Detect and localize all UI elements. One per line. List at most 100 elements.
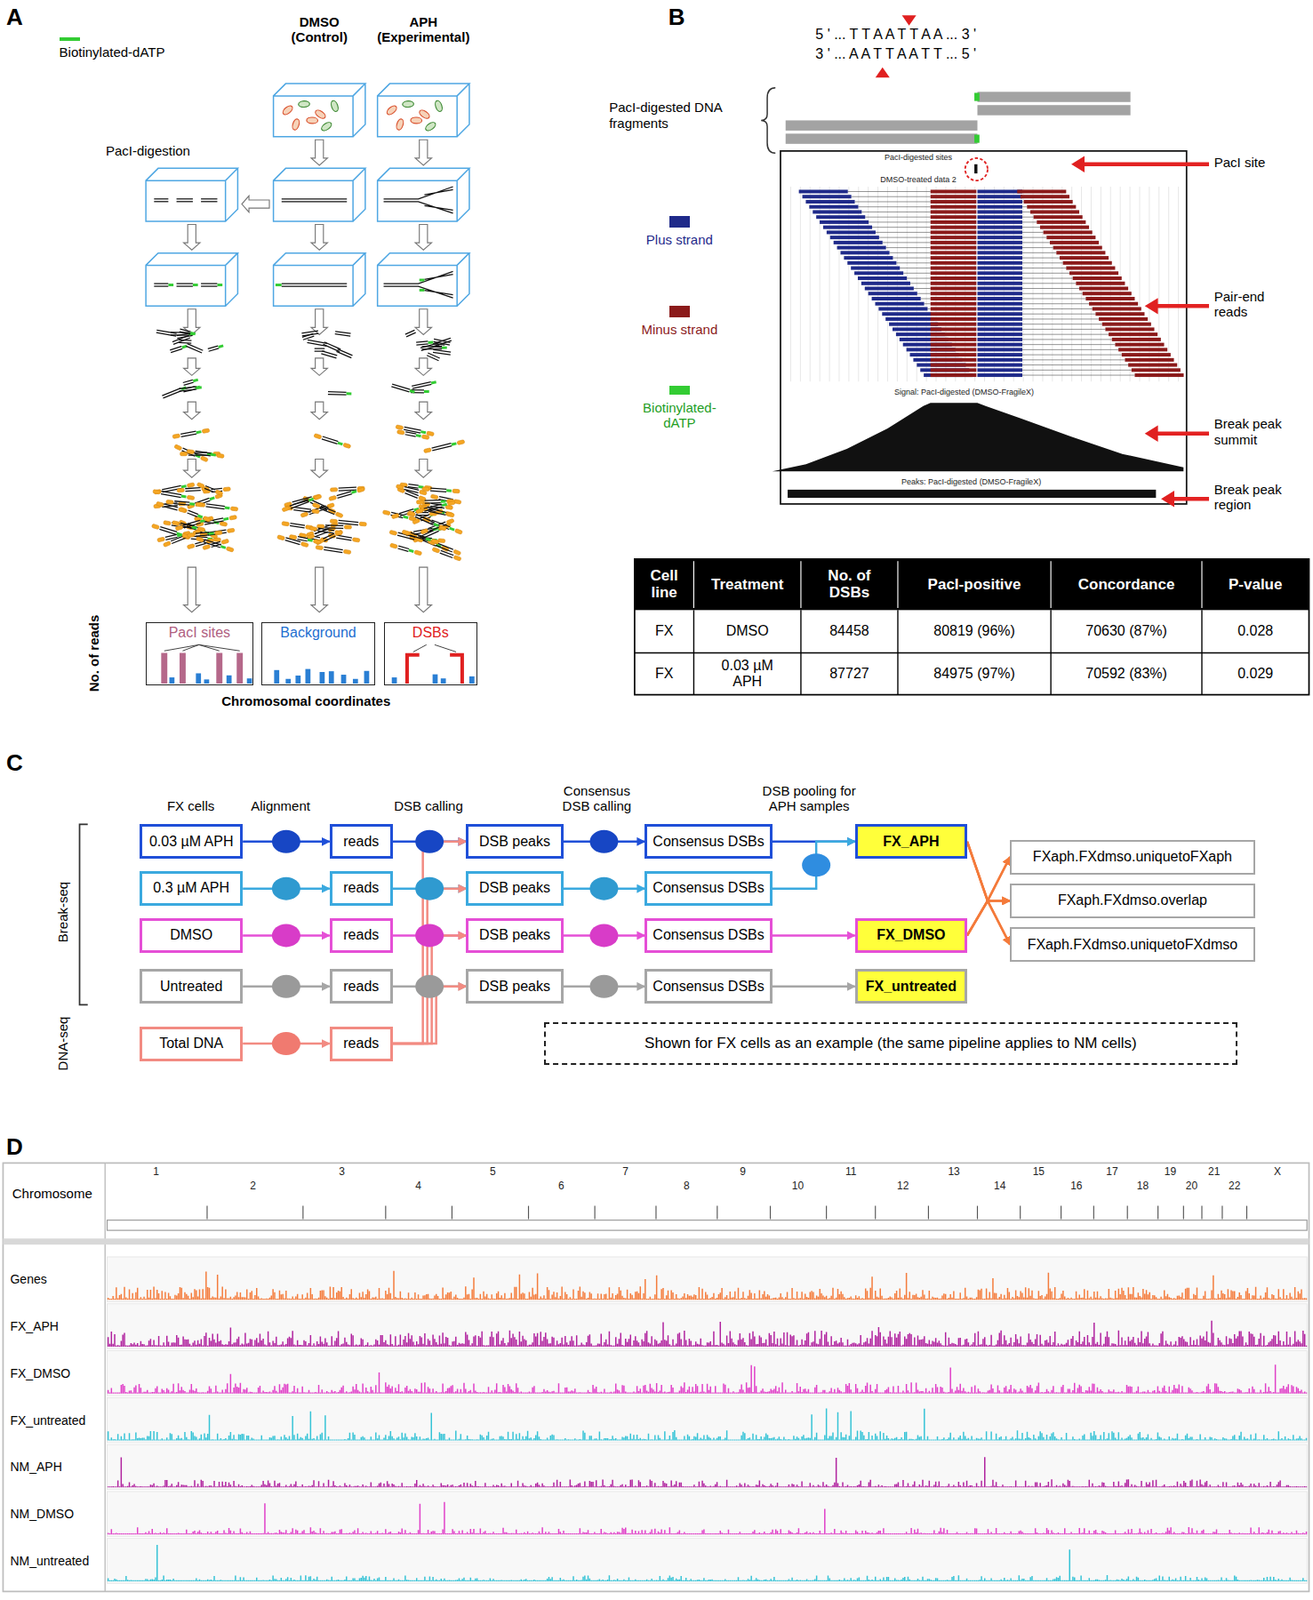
plus-read <box>976 220 1022 225</box>
dna-fragment <box>432 349 451 355</box>
plus-read <box>976 296 1022 301</box>
process-box: Consensus DSBs <box>644 871 772 906</box>
biotin-tag <box>449 528 455 530</box>
chromosome-number: 5 <box>489 1166 497 1179</box>
minus-read <box>1063 261 1113 265</box>
legend-text: Biotinylated-dATP <box>631 400 729 432</box>
callout-arrowhead <box>1071 156 1085 173</box>
minus-read <box>1030 209 1080 214</box>
minus-read <box>930 312 977 316</box>
read-bar <box>440 678 447 684</box>
chromosome-boundary <box>1183 1206 1185 1220</box>
dna-strand <box>179 331 191 335</box>
dna-fragment <box>185 344 203 353</box>
adapter <box>178 507 187 513</box>
table-cell: 84975 (97%) <box>933 665 1016 682</box>
chromosome-number: 21 <box>1208 1166 1220 1179</box>
minus-read <box>930 343 977 347</box>
plus-read <box>976 306 1022 311</box>
adapter <box>421 434 430 441</box>
dna-fragment <box>171 520 205 533</box>
step-arrow <box>415 358 432 377</box>
dna-fragment <box>183 378 199 386</box>
read-link <box>1022 364 1129 366</box>
container-box <box>377 253 470 307</box>
biotin-tag <box>181 486 187 488</box>
minus-read <box>1040 225 1089 230</box>
read-link <box>1022 216 1034 218</box>
grid-line <box>800 186 801 382</box>
track-ground <box>107 1304 1308 1349</box>
node-text: DSB peaks <box>479 927 551 944</box>
plus-read <box>874 302 924 306</box>
dna-strand <box>398 545 409 549</box>
dna-strand <box>321 439 338 445</box>
dna-strand <box>195 543 206 546</box>
node-text: reads <box>343 833 379 850</box>
signal-bars <box>108 1545 1307 1582</box>
cell <box>281 104 295 116</box>
adapter <box>163 520 172 527</box>
minus-read <box>1069 271 1119 275</box>
adapter <box>215 530 223 536</box>
dna-strand <box>181 433 197 437</box>
read-link <box>868 221 931 223</box>
plus-read <box>850 266 900 271</box>
dna-strand <box>324 546 344 550</box>
adapter <box>216 453 225 458</box>
chromosome-boundary <box>769 1206 771 1220</box>
dna-fragment <box>976 91 1130 102</box>
process-box: DSB peaks <box>465 918 563 953</box>
adapter <box>156 501 165 507</box>
read-link <box>879 237 931 239</box>
adapter <box>335 512 344 519</box>
dna-fragment <box>976 104 1130 115</box>
node-text: FXaph.FXdmso.uniquetoFXdmso <box>1027 936 1239 953</box>
paci-site-tick <box>974 164 977 174</box>
node-text: 0.3 µM APH <box>152 880 230 897</box>
adapter <box>453 555 462 562</box>
biotin-tag <box>428 340 434 345</box>
read-link <box>1022 247 1054 249</box>
dna-strand <box>153 200 169 202</box>
chromosome-number: 14 <box>993 1180 1006 1193</box>
read-link <box>1022 375 1135 377</box>
dna-fragment <box>208 344 225 352</box>
minus-read <box>1088 302 1138 306</box>
process-box: Total DNA <box>139 1026 243 1062</box>
chromosome-boundary <box>302 1206 304 1220</box>
dna-strand <box>176 198 193 200</box>
dna-strand <box>185 345 202 353</box>
adapter <box>219 521 228 528</box>
process-box: FXaph.FXdmso.uniquetoFXdmso <box>1009 927 1255 962</box>
adapter <box>281 521 290 527</box>
output-box: FX_untreated <box>855 968 968 1004</box>
bracket <box>760 88 776 153</box>
minus-read <box>930 291 977 296</box>
table-rule <box>1049 609 1051 695</box>
read-link <box>910 282 931 284</box>
dna-strand <box>179 389 198 392</box>
table-rule <box>896 609 898 695</box>
read-link <box>857 206 930 208</box>
dna-fragment <box>277 535 310 548</box>
dna-strand <box>325 527 344 529</box>
process-circle <box>272 830 301 854</box>
minus-read <box>930 327 977 331</box>
plus-read <box>872 296 921 301</box>
illustration-group <box>2 15 1309 1592</box>
leader-line <box>413 644 427 652</box>
dna-strand <box>325 524 344 527</box>
process-circle <box>589 975 618 999</box>
bracket <box>80 824 89 1005</box>
minus-read <box>930 225 977 230</box>
dna-strand <box>302 333 320 337</box>
adapter <box>414 550 423 556</box>
process-circle <box>272 975 301 999</box>
biotin-tag <box>181 495 187 499</box>
biotin-tag <box>346 392 353 395</box>
cell <box>306 117 319 124</box>
plus-read <box>976 343 1022 347</box>
peak-region <box>787 489 1156 498</box>
table-rule <box>1200 560 1202 609</box>
